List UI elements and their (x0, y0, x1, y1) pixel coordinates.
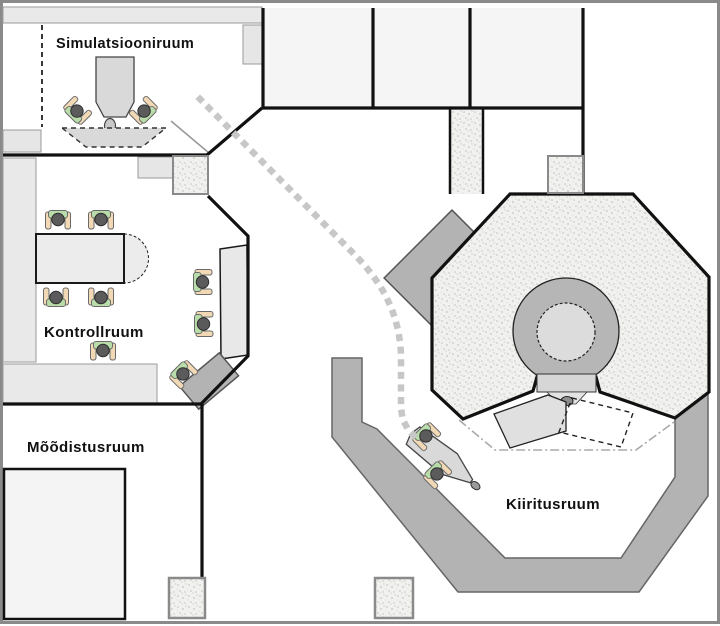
corner-desk (178, 351, 240, 411)
measurement-room: Mõõdistusruum (2, 439, 145, 621)
door-swing-line (170, 120, 210, 154)
control-table-round-end (123, 233, 149, 284)
simulation-couch (59, 127, 169, 148)
maze-inner-boundary (458, 419, 675, 451)
simulation-room: Simulatsiooniruum (2, 24, 263, 153)
control-room: Kontrollruum (2, 156, 249, 411)
control-doorway-cabinet (137, 156, 174, 179)
simulation-room-label: Simulatsiooniruum (56, 36, 194, 52)
top-corridor-strip (2, 6, 263, 24)
linac-pedestal (536, 373, 597, 393)
control-bottom-counter (2, 363, 158, 404)
workstation-desk (219, 244, 249, 360)
door-bunker-top (547, 155, 584, 194)
top-rooms-fill (263, 8, 583, 108)
linac-gantry-bore (536, 302, 596, 362)
wall-control-right (199, 194, 250, 406)
door-bottom-middle (373, 576, 415, 620)
doors (167, 155, 584, 620)
treatment-couch (493, 394, 567, 449)
door-control (172, 155, 209, 195)
simulation-cabinet (242, 24, 263, 65)
irradiation-room-label: Kiiritusruum (506, 496, 600, 513)
control-table (35, 233, 125, 284)
treatment-couch-alt-position (558, 397, 634, 448)
door-bottom-left (167, 576, 207, 620)
maze-wall (331, 357, 709, 593)
simulator-gantry (95, 56, 135, 118)
measurement-room-label: Mõõdistusruum (27, 439, 145, 456)
patient-path-dotted (195, 94, 420, 442)
shielding-wall-stub (448, 108, 485, 194)
control-side-counter (2, 157, 37, 363)
control-room-label: Kontrollruum (44, 324, 144, 341)
measurement-cabinet (2, 467, 127, 621)
simulation-counter (2, 129, 42, 153)
